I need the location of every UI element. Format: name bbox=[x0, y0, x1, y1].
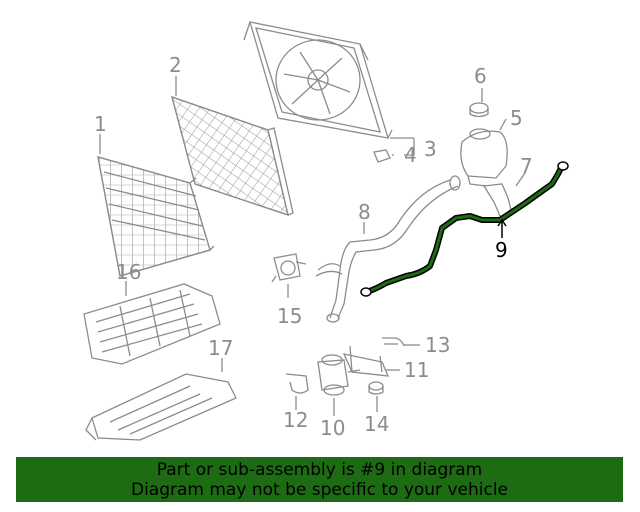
part-6-cap bbox=[469, 102, 489, 118]
callout-13: 13 bbox=[425, 333, 451, 357]
part-14-grommet bbox=[368, 381, 384, 395]
callout-5: 5 bbox=[510, 106, 523, 130]
part-15-valve bbox=[271, 253, 307, 283]
callout-16: 16 bbox=[116, 260, 142, 284]
part-2-screen bbox=[171, 95, 294, 216]
callout-17: 17 bbox=[208, 336, 234, 360]
part-8-hose bbox=[315, 175, 461, 323]
callout-3: 3 bbox=[424, 137, 437, 161]
banner-line-2: Diagram may not be specific to your vehi… bbox=[130, 480, 508, 500]
part-11-bracket bbox=[342, 345, 390, 377]
callout-15: 15 bbox=[277, 304, 303, 328]
callout-2: 2 bbox=[169, 53, 182, 77]
part-16-shutter bbox=[83, 283, 221, 365]
callout-12: 12 bbox=[283, 408, 309, 432]
part-13-hose bbox=[382, 337, 405, 347]
part-4-clip bbox=[373, 149, 391, 163]
part-9-hose-highlighted bbox=[360, 161, 569, 297]
part-12-clip bbox=[285, 373, 309, 394]
callout-9: 9 bbox=[495, 238, 508, 262]
info-banner: Part or sub-assembly is #9 in diagram Di… bbox=[16, 457, 623, 502]
part-5-reservoir bbox=[460, 128, 508, 187]
callout-7: 7 bbox=[520, 154, 533, 178]
callout-4: 4 bbox=[404, 143, 417, 167]
callout-11: 11 bbox=[404, 358, 430, 382]
callout-14: 14 bbox=[364, 412, 390, 436]
callout-8: 8 bbox=[358, 200, 371, 224]
callout-10: 10 bbox=[320, 416, 346, 440]
banner-line-1: Part or sub-assembly is #9 in diagram bbox=[156, 460, 483, 480]
callout-1: 1 bbox=[94, 112, 107, 136]
parts-diagram: 1 2 3 4 5 6 7 8 9 10 11 12 13 14 15 16 1… bbox=[83, 21, 569, 441]
part-10-pump bbox=[317, 354, 361, 396]
part-1-radiator bbox=[97, 156, 215, 277]
leader-lines bbox=[99, 76, 526, 416]
part-3-fan-shroud bbox=[243, 21, 393, 139]
part-17-shield bbox=[85, 373, 237, 441]
leader-line-9 bbox=[497, 218, 507, 238]
callout-6: 6 bbox=[474, 64, 487, 88]
